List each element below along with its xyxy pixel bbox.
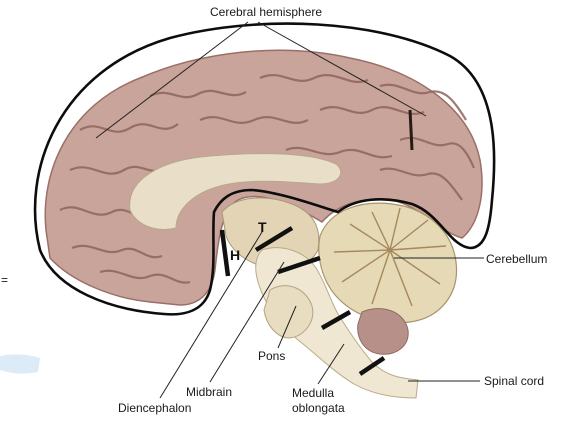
- label-cerebral-hemisphere: Cerebral hemisphere: [210, 5, 322, 19]
- cerebellum-lobe: [357, 308, 409, 355]
- corpus-callosum: [129, 153, 342, 230]
- divider-pons-medulla: [320, 310, 352, 330]
- label-medulla-line1: Medulla: [292, 386, 334, 400]
- divider-t-h: [254, 226, 294, 252]
- leader-pons: [277, 305, 297, 349]
- leader-medulla: [317, 343, 345, 385]
- label-spinal-cord: Spinal cord: [484, 374, 544, 388]
- cerebral-hemisphere-outline: [33, 22, 496, 316]
- divider-h-left: [219, 229, 231, 277]
- label-diencephalon: Diencephalon: [118, 401, 191, 415]
- leader-diencephalon: [159, 231, 263, 399]
- leader-midbrain: [209, 261, 285, 383]
- label-medulla-line2: oblongata: [292, 401, 345, 415]
- label-cerebellum: Cerebellum: [486, 252, 547, 266]
- label-midbrain: Midbrain: [186, 385, 232, 399]
- pons-bulge: [263, 285, 314, 339]
- hypothalamus-mark: H: [230, 247, 240, 263]
- blue-smudge: [0, 354, 40, 374]
- cerebellum-region: [318, 202, 458, 355]
- edge-mark: =: [1, 273, 8, 287]
- thalamus-mark: T: [258, 219, 267, 235]
- label-pons: Pons: [258, 349, 285, 363]
- cerebellum-shape: [318, 202, 458, 324]
- leader-cerebral-left: [95, 21, 249, 139]
- leader-cerebral-right: [257, 21, 427, 117]
- divider-midbrain-pons: [277, 255, 321, 275]
- divider-medulla-cord: [358, 356, 386, 376]
